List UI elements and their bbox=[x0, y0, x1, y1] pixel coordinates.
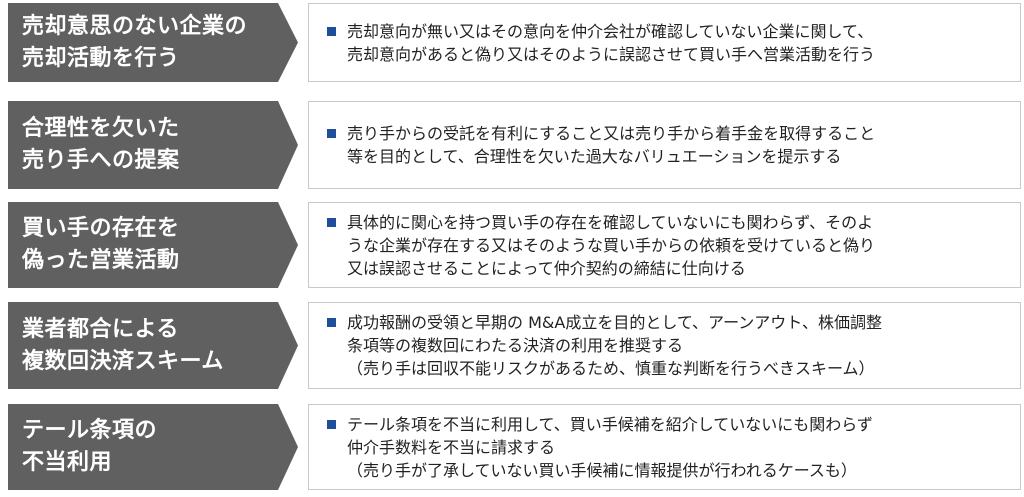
item-description-box: 売却意向が無い又はその意向を仲介会社が確認していない企業に関して、 売却意向があ… bbox=[308, 3, 1021, 82]
list-item: 業者都合による 複数回決済スキーム 成功報酬の受領と早期の M&A成立を目的とし… bbox=[8, 302, 1021, 389]
item-title: 合理性を欠いた 売り手への提案 bbox=[22, 116, 180, 173]
item-description-box: 具体的に関心を持つ買い手の存在を確認していないにも関わらず、そのよ うな企業が存… bbox=[308, 202, 1021, 288]
blue-square-bullet-icon bbox=[327, 217, 341, 227]
item-label-arrow: 売却意思のない企業の 売却活動を行う bbox=[8, 3, 298, 82]
item-description: 具体的に関心を持つ買い手の存在を確認していないにも関わらず、そのよ うな企業が存… bbox=[347, 212, 876, 278]
item-description: 売却意向が無い又はその意向を仲介会社が確認していない企業に関して、 売却意向があ… bbox=[347, 21, 876, 64]
blue-square-bullet-icon bbox=[327, 26, 341, 36]
item-description-box: 成功報酬の受領と早期の M&A成立を目的として、アーンアウト、株価調整 条項等の… bbox=[308, 302, 1021, 389]
list-item: 買い手の存在を 偽った営業活動 具体的に関心を持つ買い手の存在を確認していないに… bbox=[8, 202, 1021, 288]
bullet-line: テール条項を不当に利用して、買い手候補を紹介していないにも関わらず 仲介手数料を… bbox=[327, 413, 873, 482]
item-description-box: 売り手からの受託を有利にすること又は売り手から着手金を取得すること 等を目的とし… bbox=[308, 101, 1021, 189]
bullet-line: 売り手からの受託を有利にすること又は売り手から着手金を取得すること 等を目的とし… bbox=[327, 122, 875, 168]
bullet-line: 具体的に関心を持つ買い手の存在を確認していないにも関わらず、そのよ うな企業が存… bbox=[327, 211, 875, 280]
item-description: 売り手からの受託を有利にすること又は売り手から着手金を取得すること 等を目的とし… bbox=[347, 124, 876, 166]
list-item: テール条項の 不当利用 テール条項を不当に利用して、買い手候補を紹介していないに… bbox=[8, 404, 1021, 490]
item-title: 業者都合による 複数回決済スキーム bbox=[22, 316, 224, 374]
item-label-arrow: 買い手の存在を 偽った営業活動 bbox=[8, 202, 298, 288]
list-item: 合理性を欠いた 売り手への提案 売り手からの受託を有利にすること又は売り手から着… bbox=[8, 101, 1021, 189]
item-title: 買い手の存在を 偽った営業活動 bbox=[22, 216, 180, 273]
bullet-line: 売却意向が無い又はその意向を仲介会社が確認していない企業に関して、 売却意向があ… bbox=[327, 20, 875, 66]
blue-square-bullet-icon bbox=[327, 129, 341, 138]
item-description: 成功報酬の受領と早期の M&A成立を目的として、アーンアウト、株価調整 条項等の… bbox=[347, 313, 882, 378]
item-label-arrow: 業者都合による 複数回決済スキーム bbox=[8, 302, 298, 389]
list-item: 売却意思のない企業の 売却活動を行う 売却意向が無い又はその意向を仲介会社が確認… bbox=[8, 3, 1021, 82]
item-description: テール条項を不当に利用して、買い手候補を紹介していないにも関わらず 仲介手数料を… bbox=[347, 414, 873, 480]
item-title: 売却意思のない企業の 売却活動を行う bbox=[22, 13, 248, 71]
item-description-box: テール条項を不当に利用して、買い手候補を紹介していないにも関わらず 仲介手数料を… bbox=[308, 404, 1021, 490]
item-title: テール条項の 不当利用 bbox=[22, 418, 158, 475]
item-label-arrow: 合理性を欠いた 売り手への提案 bbox=[8, 101, 298, 189]
blue-square-bullet-icon bbox=[327, 318, 341, 327]
bullet-line: 成功報酬の受領と早期の M&A成立を目的として、アーンアウト、株価調整 条項等の… bbox=[327, 311, 882, 380]
item-label-arrow: テール条項の 不当利用 bbox=[8, 404, 298, 490]
blue-square-bullet-icon bbox=[327, 419, 341, 429]
